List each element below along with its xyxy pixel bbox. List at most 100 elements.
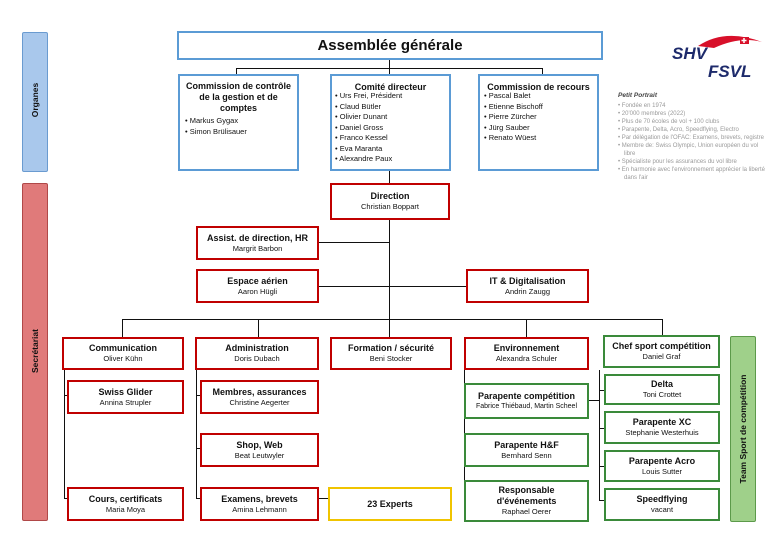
parapente-comp-box: Parapente compétition Fabrice Thiébaud, … (464, 383, 589, 419)
portrait-item: En harmonie avec l'environnement appréci… (618, 166, 768, 182)
comite-title: Comité directeur (354, 82, 427, 92)
connector (389, 220, 390, 319)
connector (64, 370, 65, 498)
shop-box: Shop, Web Beat Leutwyler (200, 433, 319, 467)
box-title: Swiss Glider (98, 386, 153, 397)
connector (122, 319, 123, 337)
member-item: Urs Frei, Président (335, 91, 403, 102)
espace-box: Espace aérien Aaron Hügli (196, 269, 319, 303)
box-title: 23 Experts (367, 498, 413, 509)
box-title: Membres, assurances (212, 386, 307, 397)
direction-box: Direction Christian Boppart (330, 183, 450, 220)
chef-sport-box: Chef sport compétition Daniel Graf (603, 335, 720, 368)
box-title: Communication (88, 343, 157, 353)
box-name: Margrit Barbon (232, 243, 283, 253)
connector (122, 319, 662, 320)
box-name: Maria Moya (105, 504, 146, 514)
box-name: Amina Lehmann (232, 504, 287, 514)
connector (258, 319, 259, 337)
member-item: Pascal Balet (484, 91, 543, 102)
member-item: Renato Wüest (484, 133, 543, 144)
box-name: Stephanie Westerhuis (625, 428, 699, 437)
box-name: Doris Dubach (234, 354, 280, 363)
connector (319, 498, 328, 499)
box-title: Parapente Acro (628, 455, 696, 466)
connector (389, 59, 390, 74)
cours-box: Cours, certificats Maria Moya (67, 487, 184, 521)
box-name: Toni Crottet (642, 390, 682, 399)
member-item: Pierre Zürcher (484, 112, 543, 123)
parapente-hf-box: Parapente H&F Bernhard Senn (464, 433, 589, 467)
connector (319, 242, 389, 243)
connector (599, 428, 604, 429)
box-name: Annina Strupler (99, 397, 152, 407)
box-title: Administration (225, 343, 289, 353)
commission-control-members: Markus Gygax Simon Brülisauer (185, 116, 247, 137)
box-name: Fabrice Thiébaud, Martin Scheel (475, 402, 578, 410)
connector (589, 400, 599, 401)
portrait-panel: Petit Portrait Fondée en 1974 20'000 mem… (618, 92, 768, 182)
organs-bar (22, 32, 48, 172)
box-title: Cours, certificats (88, 493, 163, 504)
connector (526, 319, 527, 337)
commission-control-title: Commission de contrôle de la gestion et … (185, 81, 292, 113)
box-name: vacant (650, 505, 674, 514)
box-name: Louis Sutter (641, 466, 683, 476)
box-name: Andrin Zaugg (504, 286, 551, 296)
box-name: Daniel Graf (642, 352, 681, 361)
connector (64, 395, 68, 396)
environnement-box: Environnement Alexandra Schuler (464, 337, 589, 370)
box-title: Parapente compétition (477, 390, 576, 401)
box-title: Assist. de direction, HR (206, 232, 309, 243)
portrait-title: Petit Portrait (618, 92, 658, 99)
box-title: Formation / sécurité (347, 343, 435, 353)
logo-fsvl: FSVL (708, 62, 752, 81)
box-title: IT & Digitalisation (489, 275, 566, 286)
connector (196, 370, 197, 498)
secretariat-bar (22, 183, 48, 521)
connector (196, 395, 200, 396)
member-item: Etienne Bischoff (484, 102, 543, 113)
member-item: Olivier Dunant (335, 112, 402, 123)
connector (599, 390, 604, 391)
delta-box: Delta Toni Crottet (604, 374, 720, 405)
responsable-box: Responsable d'événements Raphael Oerer (464, 480, 589, 522)
member-item: Daniel Gross (335, 123, 402, 134)
connector (599, 370, 600, 500)
member-item: Markus Gygax (185, 116, 247, 127)
connector (599, 500, 604, 501)
connector (662, 319, 663, 337)
examens-box: Examens, brevets Amina Lehmann (200, 487, 319, 521)
box-title: Delta (650, 379, 673, 389)
connector (599, 466, 604, 467)
box-title: Examens, brevets (221, 493, 298, 504)
box-name: Christine Aegerter (229, 397, 290, 407)
connector (319, 286, 466, 287)
connector (196, 498, 200, 499)
box-name: Christian Boppart (361, 202, 419, 211)
portrait-item: Par délégation de l'OFAC: Examens, breve… (618, 134, 768, 142)
portrait-item: 20'000 membres (2022) (618, 110, 768, 118)
connector (389, 319, 390, 337)
organs-label: Organes (30, 82, 40, 118)
team-label: Team Sport de compétition (738, 374, 748, 484)
connector (64, 498, 68, 499)
assist-box: Assist. de direction, HR Margrit Barbon (196, 226, 319, 260)
member-item: Jürg Sauber (484, 123, 543, 134)
box-title: Shop, Web (236, 439, 283, 450)
connector (389, 171, 390, 183)
logo-swoosh-icon (698, 35, 762, 48)
formation-box: Formation / sécurité Beni Stocker (330, 337, 452, 370)
connector (542, 68, 543, 75)
experts-box: 23 Experts (328, 487, 452, 521)
logo-shv: SHV (672, 44, 707, 63)
member-item: Franco Kessel (335, 133, 402, 144)
administration-box: Administration Doris Dubach (195, 337, 319, 370)
box-name: Beni Stocker (369, 354, 413, 363)
member-item: Eva Maranta (335, 144, 402, 155)
team-bar (730, 336, 756, 522)
membres-box: Membres, assurances Christine Aegerter (200, 380, 319, 414)
connector (236, 68, 543, 69)
portrait-item: Parapente, Delta, Acro, Speedflying, Ele… (618, 126, 768, 134)
communication-box: Communication Oliver Kühn (62, 337, 184, 370)
